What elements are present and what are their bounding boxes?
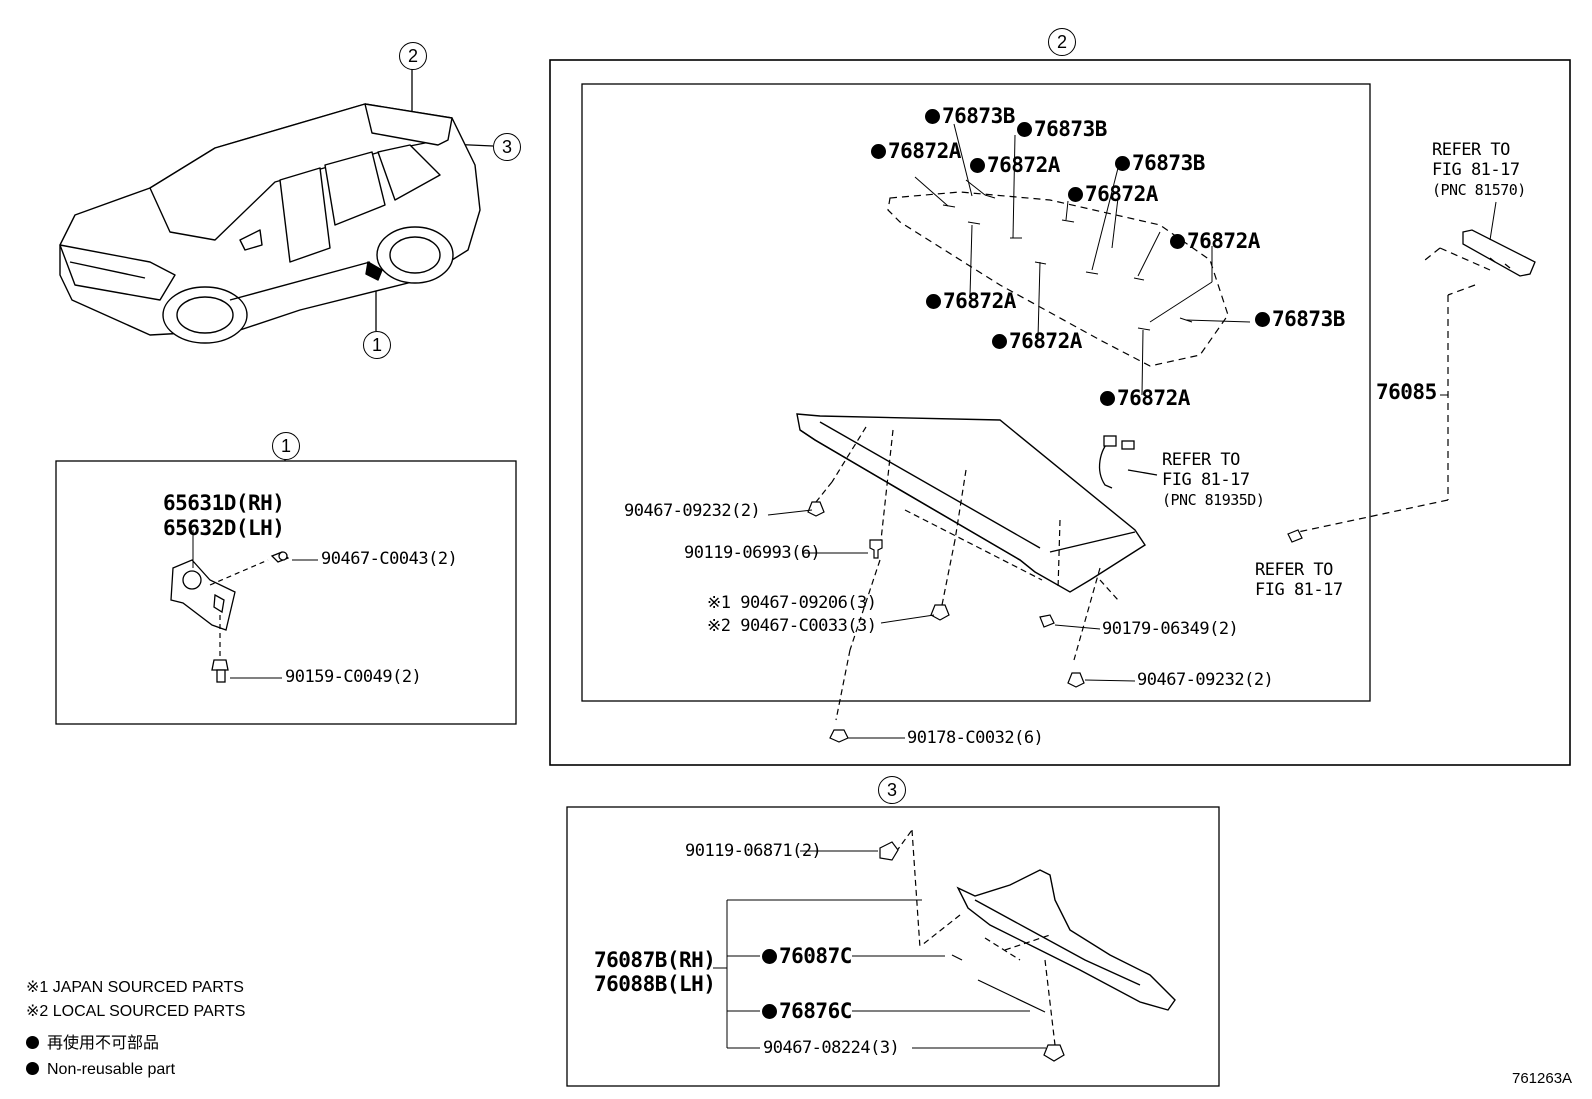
callout-1-top: 1 [363,331,391,359]
legend-non-reusable-jp: 再使用不可部品 [26,1036,159,1052]
decal-code: 76872A [1117,386,1190,410]
part-90467-09206-label: ※1 90467-09206(3) [707,593,877,613]
non-reusable-dot-icon [871,144,886,159]
part-76088b-label: 76088B(LH) [594,972,716,996]
callout-1-section: 1 [272,432,300,460]
decal-label: 76873B [1255,309,1345,330]
decal-label: 76872A [1068,184,1158,205]
decal-code: 76872A [888,139,961,163]
part-76087c-label: 76087C [762,946,852,967]
spoiler-body [796,413,1146,593]
legend-en-text: Non-reusable part [47,1061,176,1078]
decal-code: 76873B [1034,117,1107,141]
part-65631d-label: 65631D(RH) [163,491,285,515]
decal-label: 76873B [1115,153,1205,174]
part-65632d-label: 65632D(LH) [163,516,285,540]
part-76876c-label: 76876C [762,1001,852,1022]
car-illustration [59,103,481,344]
refer-81570-line3: (PNC 81570) [1432,181,1526,199]
non-reusable-dot-icon [1115,156,1130,171]
decal-label: 76872A [970,155,1060,176]
non-reusable-dot-icon [26,1036,39,1049]
non-reusable-dot-icon [926,294,941,309]
refer-81935d-line1: REFER TO [1162,450,1240,470]
decal-code: 76872A [1009,329,1082,353]
section2-inner-frame [581,83,1371,702]
part-90467-c0033-label: ※2 90467-C0033(3) [707,616,877,636]
decal-code: 76873B [942,104,1015,128]
part-90467-c0043-label: 90467-C0043(2) [321,549,458,569]
decal-label: 76873B [1017,119,1107,140]
part-90179-06349-label: 90179-06349(2) [1102,619,1239,639]
part-76087b-label: 76087B(RH) [594,948,716,972]
callout-3-section: 3 [878,776,906,804]
decal-code: 76873B [1272,307,1345,331]
decal-label: 76872A [871,141,961,162]
part-code: 76876C [779,999,852,1023]
refer-81935d-line3: (PNC 81935D) [1162,491,1265,509]
non-reusable-dot-icon [1100,391,1115,406]
non-reusable-dot-icon [1255,312,1270,327]
section2-outer-frame [549,59,1571,766]
non-reusable-dot-icon [762,949,777,964]
part-90467-09232b-label: 90467-09232(2) [1137,670,1274,690]
callout-2-top: 2 [399,42,427,70]
refer-81570-line2: FIG 81-17 [1432,160,1520,180]
non-reusable-dot-icon [1017,122,1032,137]
non-reusable-dot-icon [1170,234,1185,249]
mudguard-bracket [170,551,290,683]
non-reusable-dot-icon [925,109,940,124]
callout-3-top: 3 [493,133,521,161]
decal-code: 76873B [1132,151,1205,175]
legend-note-1: ※1 JAPAN SOURCED PARTS [26,979,244,996]
legend-note-2: ※2 LOCAL SOURCED PARTS [26,1003,246,1020]
part-90119-06871-label: 90119-06871(2) [685,841,822,861]
back-door-garnish [956,869,1176,1011]
decal-code: 76872A [1187,229,1260,253]
decal-label: 76872A [1170,231,1260,252]
part-code: 76087C [779,944,852,968]
non-reusable-dot-icon [1068,187,1083,202]
part-90159-c0049-label: 90159-C0049(2) [285,667,422,687]
legend-non-reusable-en: Non-reusable part [26,1062,175,1078]
decal-code: 76872A [943,289,1016,313]
section3-frame [566,806,1220,1087]
refer-fig-line2: FIG 81-17 [1255,580,1343,600]
decal-code: 76872A [987,153,1060,177]
non-reusable-dot-icon [26,1062,39,1075]
figure-id: 761263A [1512,1070,1573,1087]
decal-label: 76873B [925,106,1015,127]
non-reusable-dot-icon [970,158,985,173]
part-90178-c0032-label: 90178-C0032(6) [907,728,1044,748]
part-90467-08224-label: 90467-08224(3) [763,1038,900,1058]
non-reusable-dot-icon [762,1004,777,1019]
decal-label: 76872A [926,291,1016,312]
decal-label: 76872A [992,331,1082,352]
legend-jp-text: 再使用不可部品 [47,1035,160,1052]
refer-fig-line1: REFER TO [1255,560,1333,580]
decal-code: 76872A [1085,182,1158,206]
non-reusable-dot-icon [992,334,1007,349]
section1-frame [55,460,517,725]
refer-81570-line1: REFER TO [1432,140,1510,160]
part-90119-06993-label: 90119-06993(6) [684,543,821,563]
part-90467-09232-label: 90467-09232(2) [624,501,761,521]
refer-81935d-line2: FIG 81-17 [1162,470,1250,490]
part-76085-label: 76085 [1376,380,1437,404]
decal-label: 76872A [1100,388,1190,409]
callout-2-section: 2 [1048,28,1076,56]
